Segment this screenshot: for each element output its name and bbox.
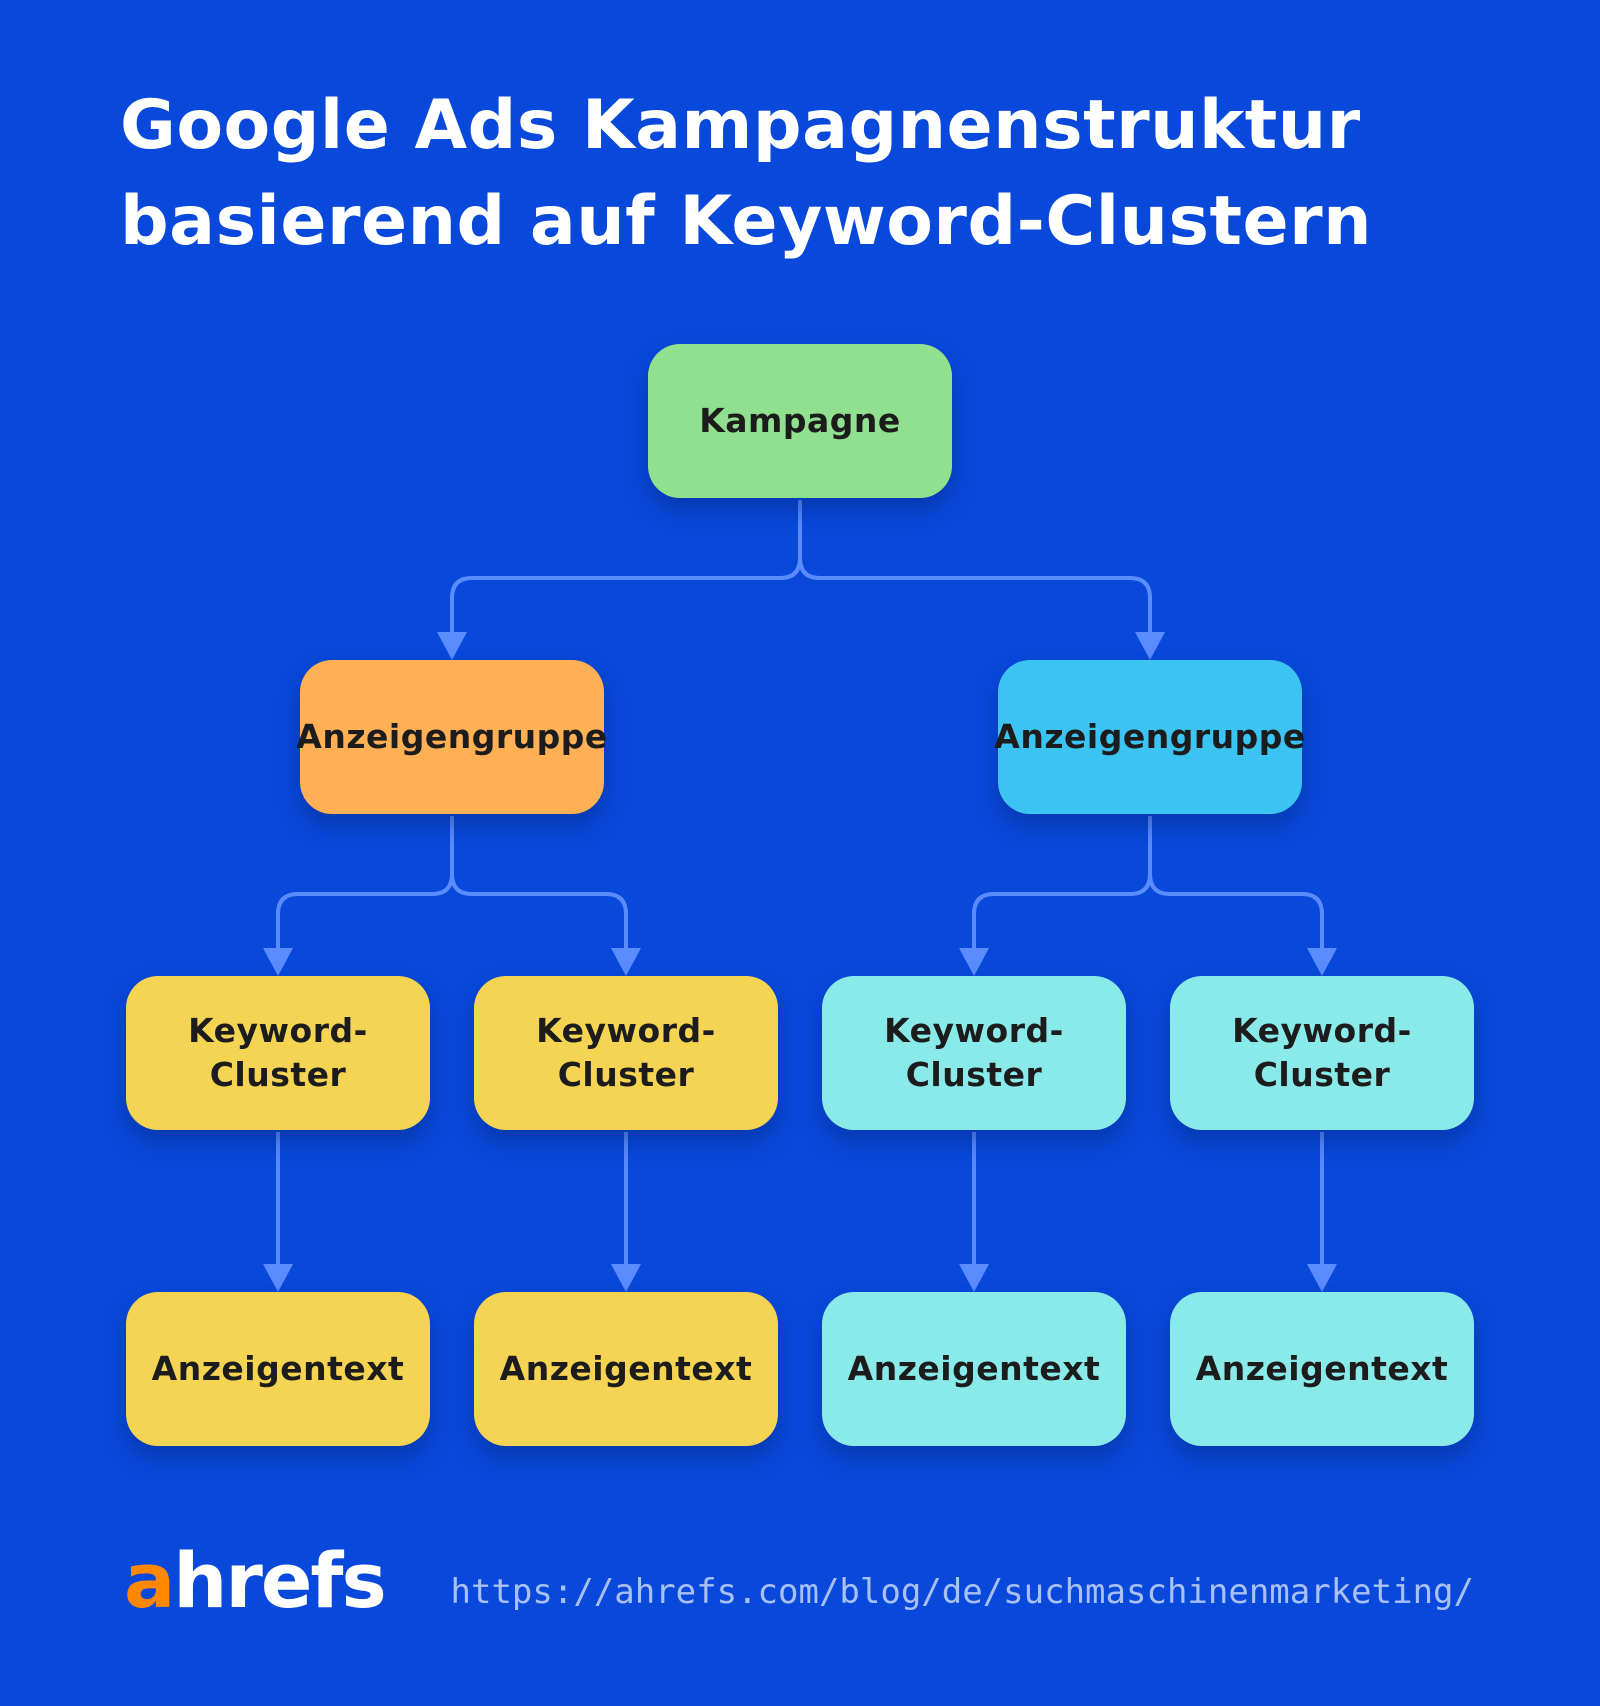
arrowhead-text-2 — [611, 1264, 641, 1292]
node-keyword-cluster-1-line2: Cluster — [209, 1055, 347, 1094]
title-line-2: basierend auf Keyword-Clustern — [120, 182, 1373, 261]
arrowhead-gruppe-right — [1135, 632, 1165, 660]
node-anzeigengruppe-left-label: Anzeigengruppe — [296, 717, 608, 756]
connector-kampagne-to-gruppe-left — [450, 500, 802, 640]
node-keyword-cluster-1: Keyword- Cluster — [126, 976, 430, 1130]
connector-kampagne-to-gruppe-right — [798, 500, 1152, 640]
connector-gruppe-left-to-cluster-2 — [450, 816, 628, 956]
node-anzeigentext-3: Anzeigentext — [822, 1292, 1126, 1446]
arrowhead-cluster-3 — [959, 948, 989, 976]
node-anzeigentext-1-label: Anzeigentext — [151, 1349, 405, 1388]
arrowhead-text-1 — [263, 1264, 293, 1292]
node-anzeigentext-4-label: Anzeigentext — [1195, 1349, 1449, 1388]
node-anzeigentext-2: Anzeigentext — [474, 1292, 778, 1446]
node-anzeigengruppe-left: Anzeigengruppe — [296, 660, 607, 814]
diagram-title: Google Ads Kampagnenstruktur basierend a… — [120, 78, 1500, 270]
node-keyword-cluster-4-line1: Keyword- — [1232, 1011, 1412, 1050]
node-keyword-cluster-4: Keyword- Cluster — [1170, 976, 1474, 1130]
node-anzeigentext-4: Anzeigentext — [1170, 1292, 1474, 1446]
arrowhead-text-3 — [959, 1264, 989, 1292]
title-line-1: Google Ads Kampagnenstruktur — [120, 86, 1361, 165]
node-keyword-cluster-2-line1: Keyword- — [536, 1011, 716, 1050]
arrowhead-cluster-4 — [1307, 948, 1337, 976]
node-anzeigengruppe-right-label: Anzeigengruppe — [994, 717, 1306, 756]
connector-gruppe-left-to-cluster-1 — [276, 816, 454, 956]
node-anzeigentext-3-label: Anzeigentext — [847, 1349, 1101, 1388]
node-anzeigentext-1: Anzeigentext — [126, 1292, 430, 1446]
node-keyword-cluster-3: Keyword- Cluster — [822, 976, 1126, 1130]
arrowhead-cluster-1 — [263, 948, 293, 976]
connector-gruppe-right-to-cluster-3 — [972, 816, 1152, 956]
connector-gruppe-right-to-cluster-4 — [1148, 816, 1324, 956]
node-kampagne-label: Kampagne — [699, 401, 901, 440]
arrowhead-text-4 — [1307, 1264, 1337, 1292]
node-keyword-cluster-3-line1: Keyword- — [884, 1011, 1064, 1050]
node-keyword-cluster-1-line1: Keyword- — [188, 1011, 368, 1050]
node-anzeigengruppe-right: Anzeigengruppe — [994, 660, 1305, 814]
ahrefs-logo-rest: hrefs — [173, 1536, 386, 1625]
ahrefs-logo: ahrefs — [124, 1536, 387, 1626]
ahrefs-logo-a: a — [124, 1536, 175, 1625]
node-anzeigentext-2-label: Anzeigentext — [499, 1349, 753, 1388]
arrowhead-cluster-2 — [611, 948, 641, 976]
arrowhead-gruppe-left — [437, 632, 467, 660]
node-kampagne: Kampagne — [648, 344, 952, 498]
node-keyword-cluster-4-line2: Cluster — [1253, 1055, 1391, 1094]
source-url: https://ahrefs.com/blog/de/suchmaschinen… — [450, 1572, 1475, 1612]
node-keyword-cluster-2-line2: Cluster — [557, 1055, 695, 1094]
node-keyword-cluster-2: Keyword- Cluster — [474, 976, 778, 1130]
node-keyword-cluster-3-line2: Cluster — [905, 1055, 1043, 1094]
